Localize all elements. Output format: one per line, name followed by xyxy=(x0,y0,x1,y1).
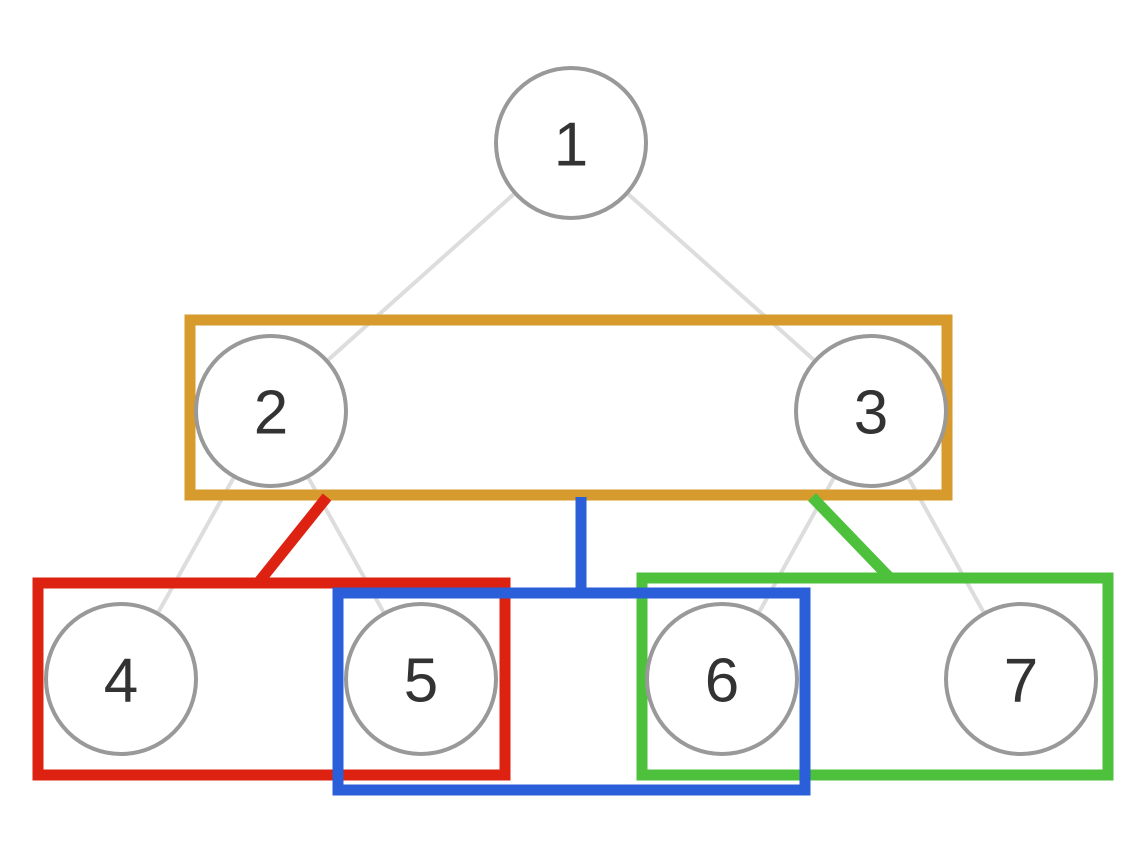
node-6-label: 6 xyxy=(705,647,739,716)
node-3[interactable]: 3 xyxy=(794,334,948,488)
node-1-label: 1 xyxy=(554,111,588,180)
node-7-label: 7 xyxy=(1004,647,1038,716)
node-4-circle[interactable] xyxy=(44,602,198,756)
group-blue-box[interactable] xyxy=(332,587,811,796)
node-4-label: 4 xyxy=(104,647,138,716)
node-6-circle[interactable] xyxy=(645,602,799,756)
group-red-box[interactable] xyxy=(32,577,511,781)
node-1-circle[interactable] xyxy=(494,66,648,220)
group-green-box[interactable] xyxy=(636,572,1114,781)
node-5-circle[interactable] xyxy=(344,602,498,756)
node-5[interactable]: 5 xyxy=(344,602,498,756)
node-5-label: 5 xyxy=(404,647,438,716)
node-2-circle[interactable] xyxy=(194,334,348,488)
node-6[interactable]: 6 xyxy=(645,602,799,756)
node-3-circle[interactable] xyxy=(794,334,948,488)
group-red-connector xyxy=(253,493,332,587)
group-green[interactable] xyxy=(636,493,1114,781)
group-green-connector xyxy=(808,493,894,582)
edge-1-2 xyxy=(325,191,517,363)
group-red[interactable] xyxy=(32,493,511,781)
node-7-circle[interactable] xyxy=(944,602,1098,756)
node-7[interactable]: 7 xyxy=(944,602,1098,756)
edge-1-3 xyxy=(625,191,817,363)
node-2[interactable]: 2 xyxy=(194,334,348,488)
node-3-label: 3 xyxy=(854,379,888,448)
group-blue[interactable] xyxy=(332,497,811,796)
nodes-layer: 1 2 3 4 5 6 7 xyxy=(44,66,1098,756)
node-2-label: 2 xyxy=(254,379,288,448)
node-1[interactable]: 1 xyxy=(494,66,648,220)
node-4[interactable]: 4 xyxy=(44,602,198,756)
